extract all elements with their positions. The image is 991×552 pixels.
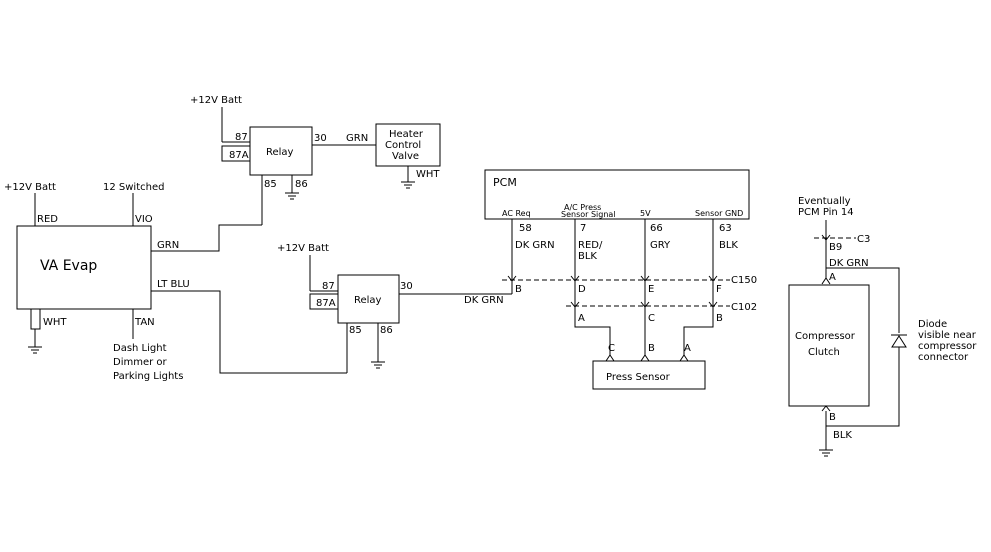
pcm-pin-63: 63 [719,223,732,234]
c150-pin-b: B [515,284,522,295]
press-sensor-pin-a: A [684,343,691,354]
pcm-pin-7: 7 [580,223,586,234]
va-evap-ltblu-label: LT BLU [157,279,190,290]
diode-icon [891,334,907,348]
va-evap-vio-label: VIO [135,214,153,225]
pcm-title: PCM [493,176,517,189]
compressor-dkgrn-label: DK GRN [829,258,869,269]
relay-2-85-label: 85 [349,325,362,336]
compressor-label-2: Clutch [808,347,840,358]
dash-light-label-3: Parking Lights [113,371,183,382]
va-evap-wht-fuse [30,308,41,330]
relay-2-30-label: 30 [400,281,413,292]
va-evap-batt-label: +12V Batt [4,182,56,193]
relay-1-box [249,126,313,176]
connector-c102: C102 A C B [566,301,757,356]
va-evap-tan-label: TAN [134,317,155,328]
eventually-label-2: PCM Pin 14 [798,207,854,218]
heater-valve-label-2: Control [385,140,421,151]
press-sensor: Press Sensor C B A [592,343,706,390]
c3-label: C3 [857,234,870,245]
compressor-label-1: Compressor [795,331,856,342]
relay-2-dkgrn-label: DK GRN [464,295,504,306]
va-evap-title: VA Evap [40,258,97,274]
c102-pin-a: A [578,313,585,324]
va-evap-unit: VA Evap +12V Batt RED 12 Switched VIO GR… [4,182,190,382]
relay-1-87a-label: 87A [229,150,249,161]
pcm-box [484,169,750,220]
compressor-pin-a: A [829,272,836,283]
heater-valve-box [375,123,441,167]
relay-1-87-label: 87 [235,132,248,143]
relay-2-title: Relay [354,295,382,306]
pcm-5v-label: 5V [640,209,651,218]
diode-label-4: connector [918,352,969,363]
pcm-ac-press-label-1: A/C Press [564,203,601,212]
ground-symbol-relay-1 [285,192,299,200]
pcm-ac-press-label-2: Sensor Signal [561,210,616,219]
pcm-wire-7-color-2: BLK [578,251,597,262]
ground-symbol-compressor [819,449,833,457]
c150-pin-d: D [578,284,586,295]
press-sensor-title: Press Sensor [606,372,671,383]
c150-label: C150 [731,275,757,286]
ground-symbol-heater-valve [401,181,415,189]
pcm-pin-58: 58 [519,223,532,234]
relay-2-box [337,274,400,324]
va-evap-grn-label: GRN [157,240,179,251]
pcm-wire-66-color: GRY [650,240,671,251]
pcm: PCM AC Req A/C Press Sensor Signal 5V Se… [484,169,750,312]
va-evap-switched-label: 12 Switched [103,182,164,193]
c3-pin-b9: B9 [829,242,842,253]
relay-2: +12V Batt 87 87A Relay 30 DK GRN 85 86 [151,243,512,374]
pcm-wire-63-color: BLK [719,240,738,251]
press-sensor-pin-c: C [608,343,615,354]
c150-pin-e: E [648,284,654,295]
dash-light-label-2: Dimmer or [113,357,168,368]
ground-symbol-va-evap [28,346,42,354]
c102-pin-c: C [648,313,655,324]
eventually-label-1: Eventually [798,196,851,207]
compressor-blk-label: BLK [833,430,852,441]
relay-2-batt-label: +12V Batt [277,243,329,254]
diode-label-1: Diode [918,319,947,330]
relay-2-86-label: 86 [380,325,393,336]
c150-pin-f: F [716,284,722,295]
c102-label: C102 [731,302,757,313]
compressor-pin-b: B [829,412,836,423]
relay-1-title: Relay [266,147,294,158]
heater-control-valve: Heater Control Valve WHT [375,123,441,189]
pcm-wire-7-color-1: RED/ [578,240,603,251]
pcm-sensor-gnd-label: Sensor GND [695,209,743,218]
diode-label-3: compressor [918,341,977,352]
pcm-ac-req-label: AC Req [502,209,531,218]
relay-2-87a-label: 87A [316,298,336,309]
relay-1-grn-label: GRN [346,133,368,144]
relay-1-batt-label: +12V Batt [190,95,242,106]
pcm-wire-58-color: DK GRN [515,240,555,251]
ground-symbol-relay-2 [371,361,385,369]
heater-valve-label-3: Valve [392,151,419,162]
relay-1-30-label: 30 [314,133,327,144]
relay-1-85-label: 85 [264,179,277,190]
press-sensor-box [592,360,706,390]
diode-label-2: visible near [918,330,977,341]
c102-pin-b: B [716,313,723,324]
relay-1-86-label: 86 [295,179,308,190]
va-evap-wht-label: WHT [43,317,67,328]
heater-valve-label-1: Heater [389,129,424,140]
connector-c150: C150 B D E F [502,275,757,295]
relay-1: +12V Batt 87 87A Relay 30 GRN 85 86 [151,95,376,252]
va-evap-red-label: RED [37,214,58,225]
compressor-box [788,284,870,407]
relay-2-87-label: 87 [322,281,335,292]
compressor-clutch: Eventually PCM Pin 14 C3 B9 DK GRN A Com… [788,196,977,457]
pcm-pin-66: 66 [650,223,663,234]
va-evap-box [16,225,152,310]
dash-light-label-1: Dash Light [113,343,167,354]
press-sensor-pin-b: B [648,343,655,354]
heater-valve-wht-label: WHT [416,169,440,180]
